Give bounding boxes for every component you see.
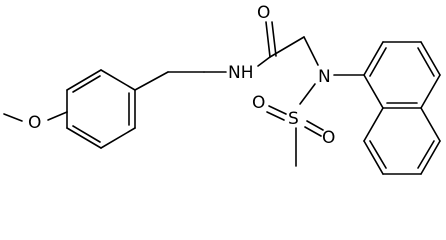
atom-amide-n: NH bbox=[228, 63, 254, 83]
bond-methyl-o bbox=[3, 113, 23, 122]
bond-ring1-f-inner bbox=[72, 125, 101, 143]
bond-naph-1-inner bbox=[369, 47, 387, 77]
bond-naph-6 bbox=[363, 74, 384, 109]
bond-nh-carbonyl bbox=[257, 56, 271, 67]
bond-ring1-c bbox=[100, 69, 136, 91]
atom-sulfur: S bbox=[288, 109, 299, 129]
bond-ring1-f bbox=[66, 127, 102, 149]
bond-s-o-right bbox=[306, 120, 324, 131]
bond-naph-10 bbox=[420, 140, 441, 175]
bond-naph-8 bbox=[363, 140, 384, 175]
bond-naph-10-inner bbox=[417, 140, 435, 169]
bond-carbonyl-ch2 bbox=[269, 36, 305, 58]
atom-sulfonyl-o-2: O bbox=[322, 128, 335, 148]
molecule-drawing: O NH O N S O O bbox=[3, 3, 441, 175]
bond-n-s bbox=[299, 83, 316, 105]
bond-ring1-e bbox=[100, 127, 136, 149]
bond-naph-3 bbox=[420, 41, 441, 76]
atom-carbonyl-o: O bbox=[257, 3, 270, 23]
structure-canvas: O NH O N S O O bbox=[3, 3, 441, 175]
bond-naph-7 bbox=[363, 107, 384, 142]
bond-ring-ch2 bbox=[134, 71, 169, 91]
bond-naph-11 bbox=[420, 107, 441, 142]
bond-s-o-left bbox=[268, 105, 287, 115]
atom-methoxy-o: O bbox=[28, 113, 41, 133]
bond-s-o-right-2 bbox=[304, 126, 322, 137]
bond-naph-3-inner bbox=[417, 47, 435, 77]
bond-ring1-b-inner bbox=[72, 75, 101, 93]
bond-naph-8-inner bbox=[369, 140, 387, 169]
bond-naph-4 bbox=[420, 74, 441, 109]
bond-naph-1 bbox=[363, 41, 384, 76]
bond-carbonyl-o-a bbox=[265, 21, 271, 58]
bond-s-o-left-2 bbox=[266, 111, 285, 121]
bond-carbonyl-o-b bbox=[271, 21, 277, 57]
bond-ch2-n bbox=[303, 36, 319, 66]
bond-o-ring bbox=[47, 111, 68, 121]
atom-sulfonamide-n: N bbox=[318, 67, 331, 87]
atom-sulfonyl-o-1: O bbox=[252, 93, 265, 113]
bond-ring1-b bbox=[66, 69, 102, 91]
